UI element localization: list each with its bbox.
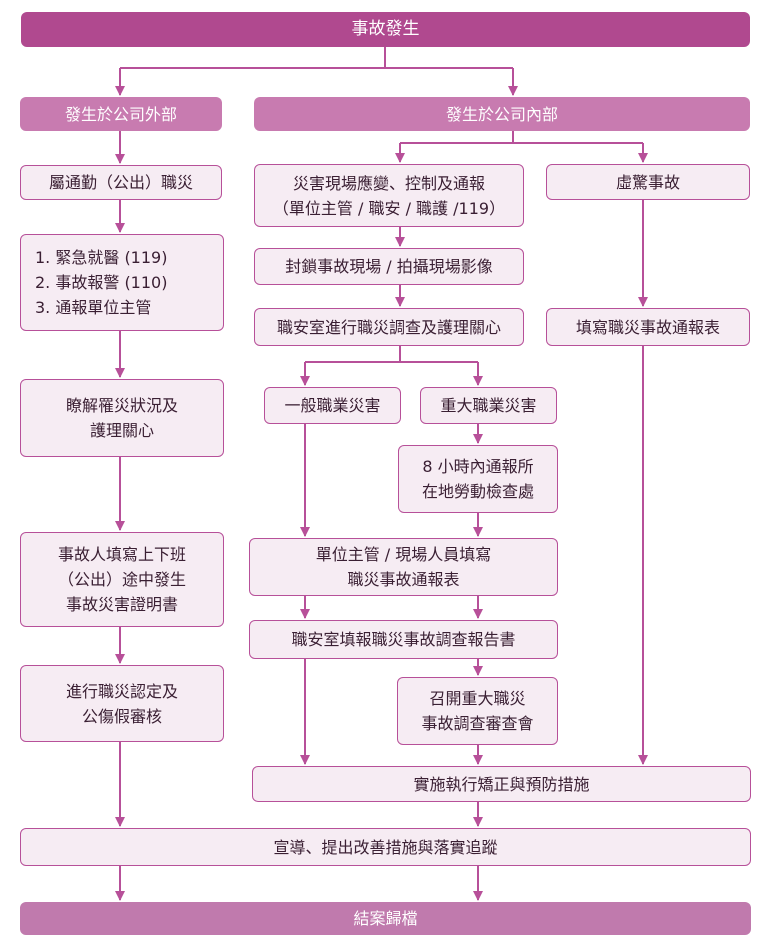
safety-investigation-node: 職安室進行職災調查及護理關心 bbox=[254, 308, 524, 346]
event-occurred-banner: 事故發生 bbox=[21, 12, 750, 47]
injury-recognition-node: 進行職災認定及 公傷假審核 bbox=[20, 665, 224, 742]
report-8h-node: 8 小時內通報所 在地勞動檢查處 bbox=[398, 445, 558, 513]
promote-improvement-node: 宣導、提出改善措施與落實追蹤 bbox=[20, 828, 751, 866]
near-miss-form-node: 填寫職災事故通報表 bbox=[546, 308, 750, 346]
close-file-banner: 結案歸檔 bbox=[20, 902, 751, 935]
outside-company-header: 發生於公司外部 bbox=[20, 97, 222, 131]
commute-certificate-node: 事故人填寫上下班 （公出）途中發生 事故災害證明書 bbox=[20, 532, 224, 627]
major-injury-node: 重大職業災害 bbox=[420, 387, 557, 424]
emergency-steps-node: 1. 緊急就醫 (119) 2. 事故報警 (110) 3. 通報單位主管 bbox=[20, 234, 224, 331]
investigation-report-node: 職安室填報職災事故調查報告書 bbox=[249, 620, 558, 659]
major-review-meeting-node: 召開重大職災 事故調查審查會 bbox=[397, 677, 558, 745]
implement-measures-node: 實施執行矯正與預防措施 bbox=[252, 766, 751, 802]
commute-injury-node: 屬通勤（公出）職災 bbox=[20, 165, 222, 200]
fill-report-form-node: 單位主管 / 現場人員填寫 職災事故通報表 bbox=[249, 538, 558, 596]
understand-victim-node: 瞭解罹災狀況及 護理關心 bbox=[20, 379, 224, 457]
general-injury-node: 一般職業災害 bbox=[264, 387, 401, 424]
seal-scene-node: 封鎖事故現場 / 拍攝現場影像 bbox=[254, 248, 524, 285]
site-response-node: 災害現場應變、控制及通報 （單位主管 / 職安 / 職護 /119） bbox=[254, 164, 524, 227]
near-miss-node: 虛驚事故 bbox=[546, 164, 750, 200]
inside-company-header: 發生於公司內部 bbox=[254, 97, 750, 131]
